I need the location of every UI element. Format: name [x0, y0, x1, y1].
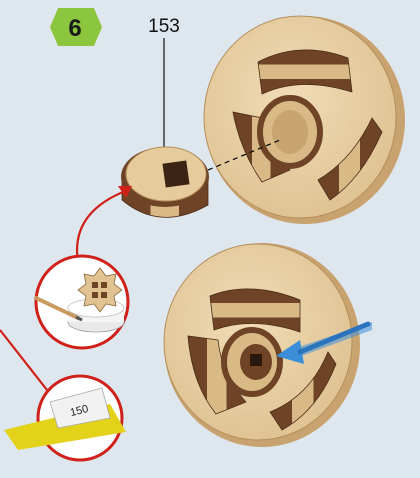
step-badge: 6 [50, 8, 102, 46]
upper-assembly-disc [204, 16, 405, 224]
square-hole [162, 160, 189, 187]
step-number: 6 [68, 15, 81, 42]
part-153-cylinder [121, 147, 209, 217]
red-callout-arrow [77, 190, 128, 262]
gear-part-icon [78, 268, 122, 312]
inserted-square-hole [250, 354, 262, 366]
part-number-label: 153 [148, 16, 180, 37]
glue-inset [36, 256, 128, 348]
sandpaper-inset: 150 [4, 376, 126, 460]
